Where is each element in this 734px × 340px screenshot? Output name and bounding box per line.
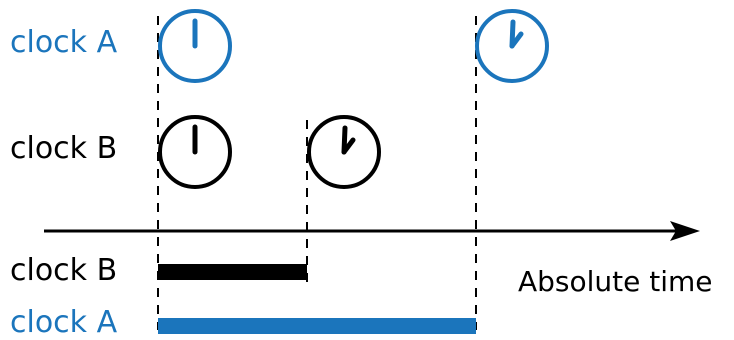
clock-b-end-icon <box>307 115 381 189</box>
axis-label-absolute-time: Absolute time <box>518 265 713 298</box>
clock-a-bar-label: clock A <box>10 305 118 340</box>
clock-a-end-icon <box>475 9 549 83</box>
clock-a-duration-bar <box>158 318 476 334</box>
clock-a-start-icon <box>158 9 232 83</box>
time-axis-arrowhead <box>670 221 700 241</box>
clock-b-start-icon <box>158 115 232 189</box>
clock-a-row-label: clock A <box>10 25 118 60</box>
clock-b-duration-bar <box>158 264 307 280</box>
clock-b-row-label: clock B <box>10 131 118 166</box>
clock-b-bar-label: clock B <box>10 253 118 288</box>
